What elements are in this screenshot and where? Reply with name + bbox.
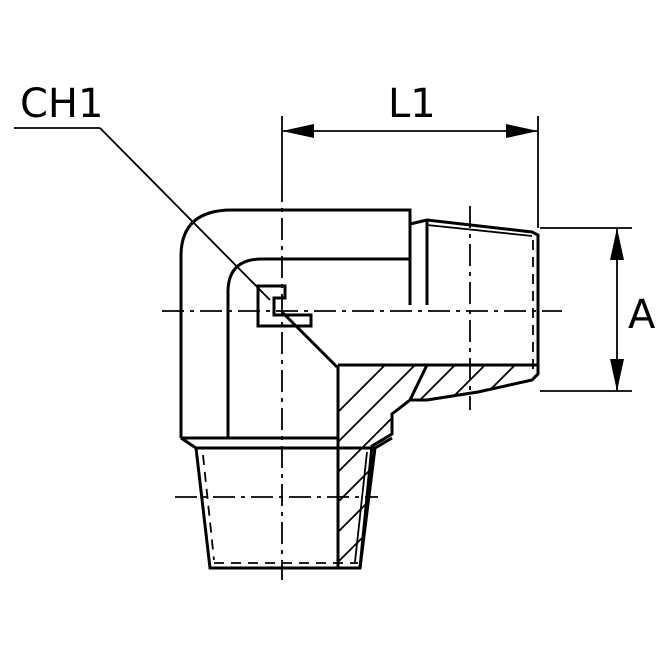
section-outline [338, 363, 538, 569]
bottom-thread [180, 436, 393, 570]
l1-dimension [281, 116, 539, 228]
l1-label: L1 [388, 81, 436, 127]
ch1-leader [14, 127, 271, 301]
center-lines [162, 180, 562, 580]
a-label: A [628, 292, 656, 338]
a-dimension [540, 227, 632, 392]
elbow-body [179, 208, 412, 568]
right-thread [409, 218, 540, 402]
ch1-label: CH1 [20, 81, 103, 127]
key-mark [256, 284, 313, 328]
